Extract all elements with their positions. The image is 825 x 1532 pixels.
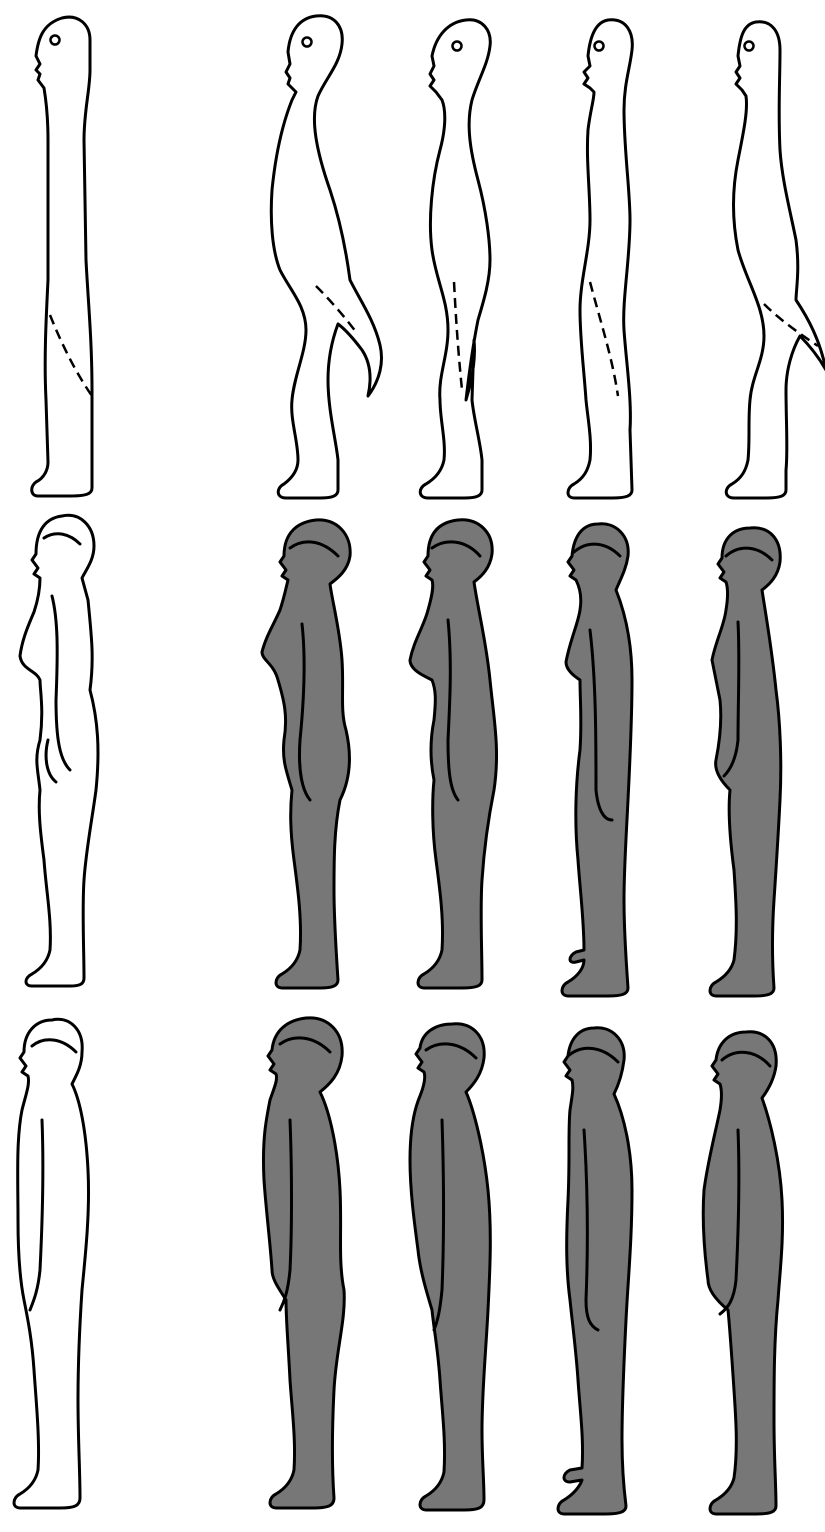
row-male — [14, 1018, 783, 1514]
female-figure-type-3 — [562, 524, 632, 996]
row-schematic — [32, 16, 825, 498]
schematic-figure-type-2 — [420, 20, 490, 498]
row-female — [20, 515, 781, 996]
female-figure-type-4 — [710, 528, 781, 996]
female-figure-type-1 — [262, 520, 350, 988]
schematic-figure-type-3 — [568, 20, 632, 498]
male-figure-ideal — [14, 1019, 89, 1508]
schematic-figure-type-4 — [726, 22, 825, 498]
schematic-figure-type-1 — [271, 16, 381, 498]
schematic-figure-ideal — [32, 17, 92, 496]
male-figure-type-2 — [410, 1024, 490, 1510]
female-figure-ideal — [20, 515, 98, 986]
male-figure-type-1 — [263, 1018, 344, 1508]
male-figure-type-4 — [703, 1032, 782, 1514]
female-figure-type-2 — [410, 520, 497, 988]
male-figure-type-3 — [558, 1028, 632, 1514]
